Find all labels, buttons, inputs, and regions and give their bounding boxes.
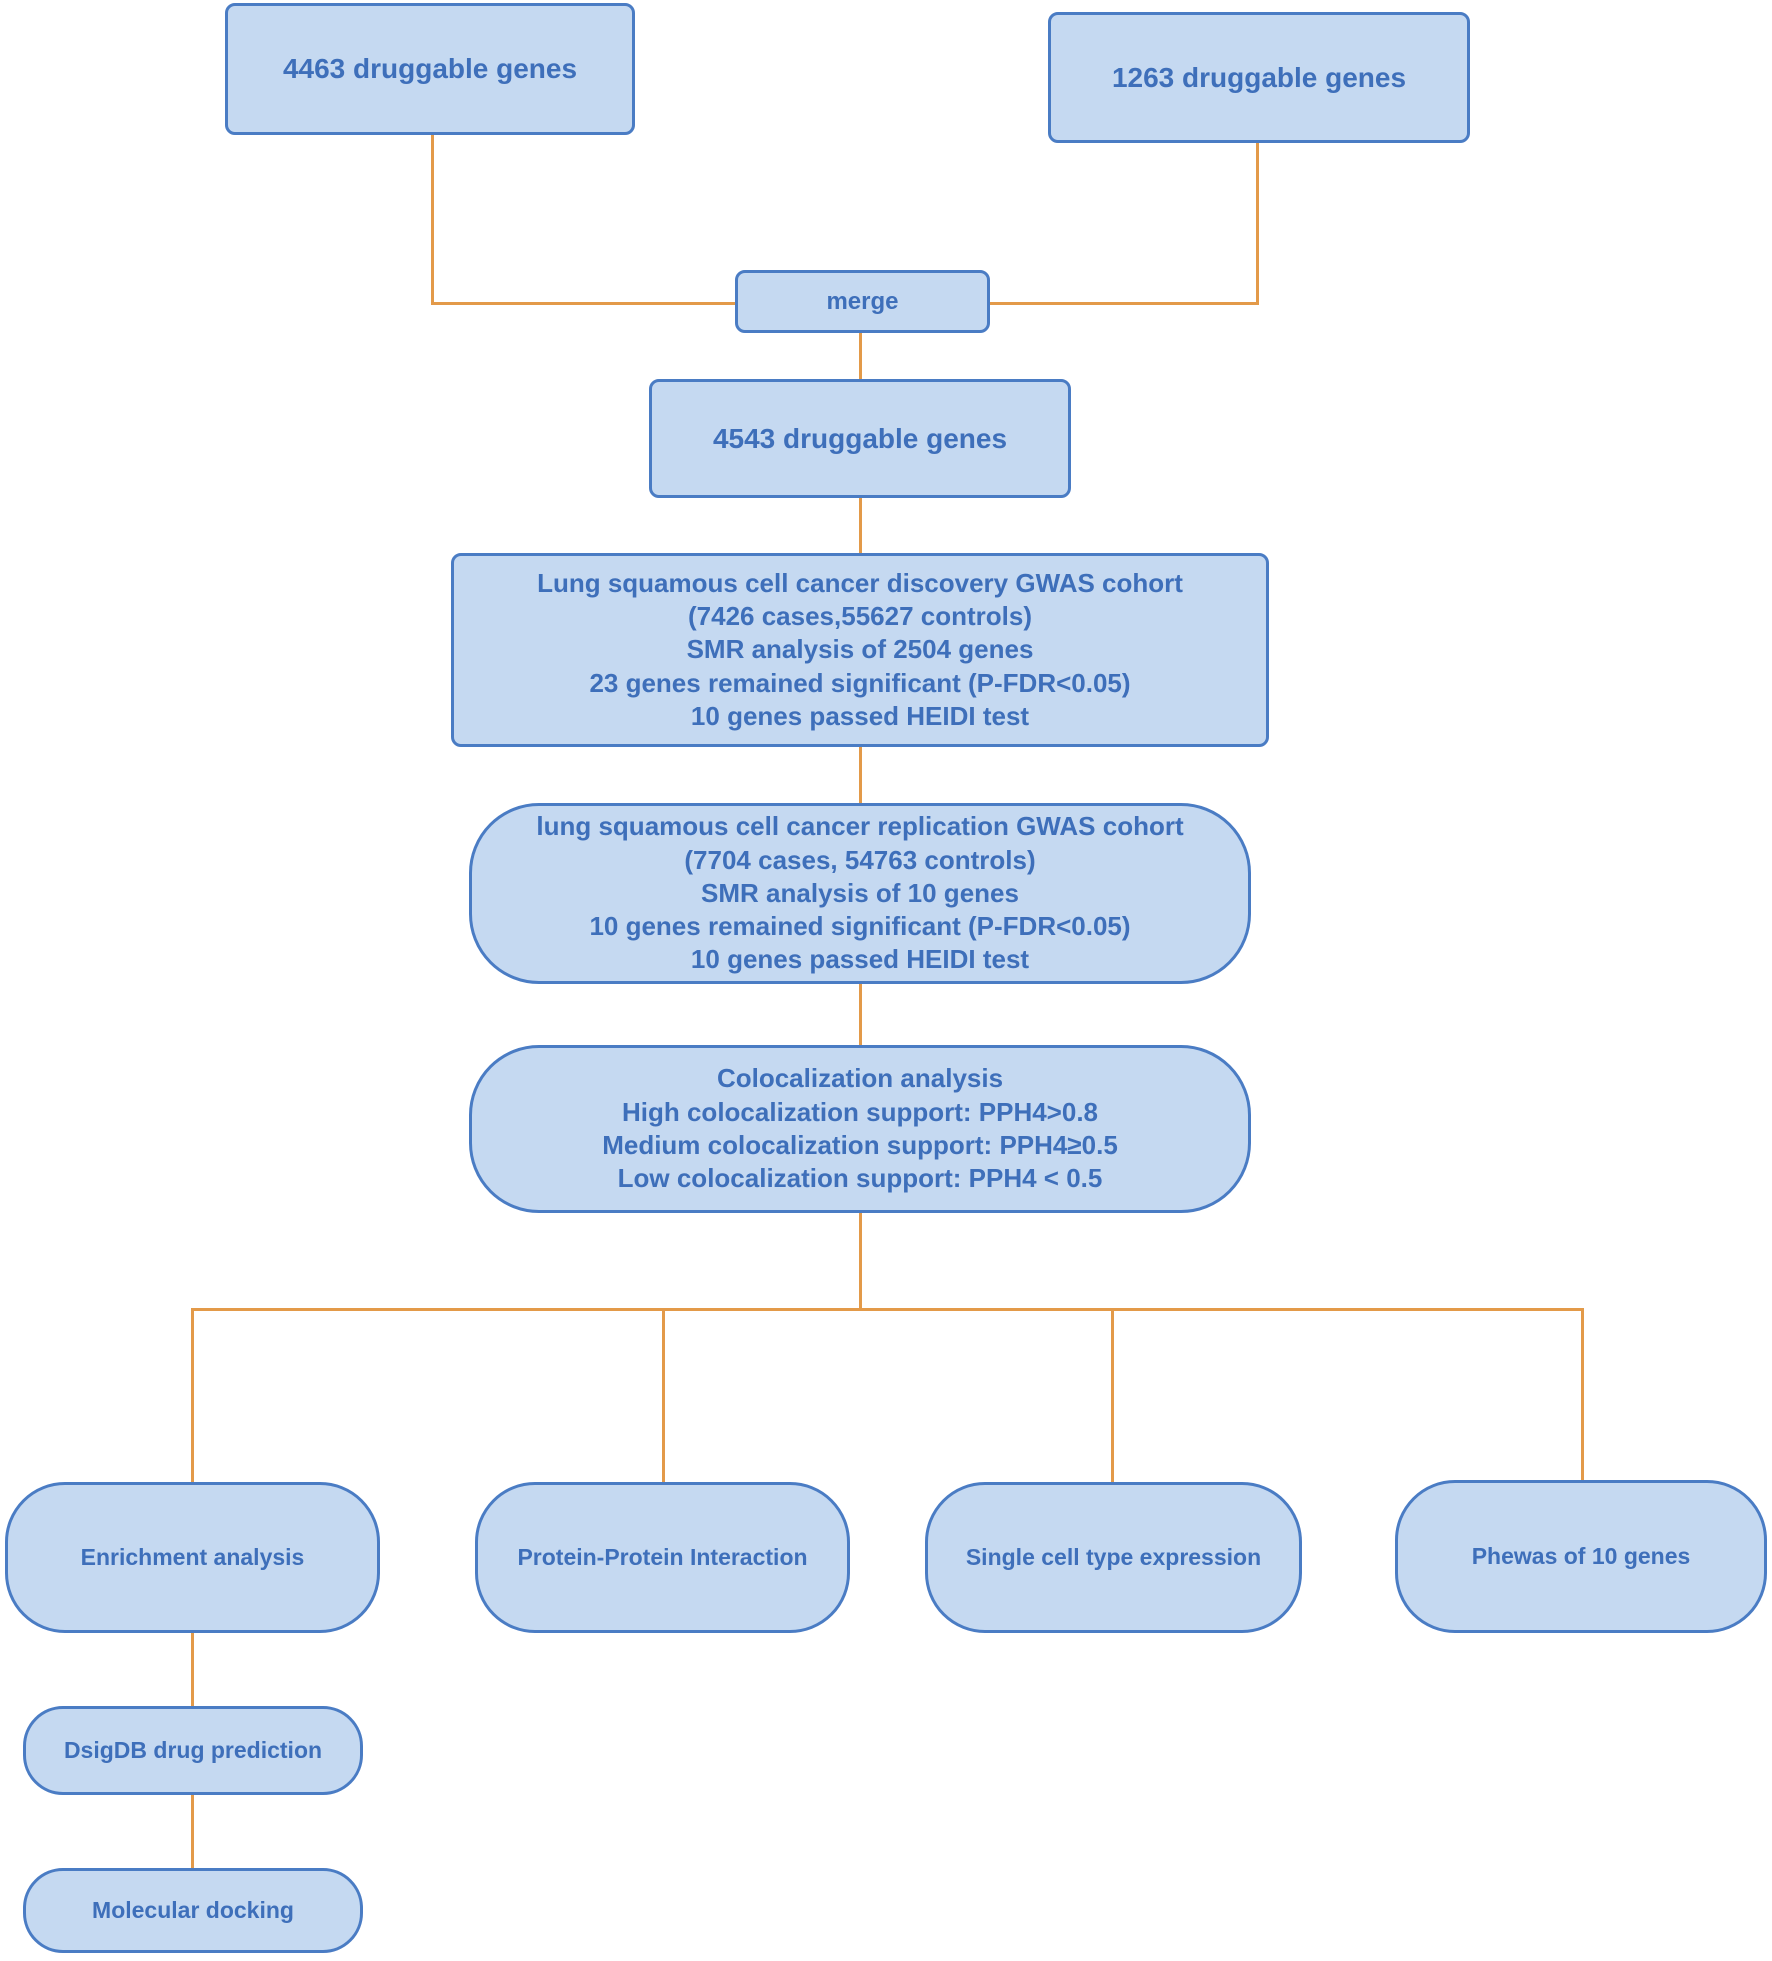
- connector-dsigdb-to-docking: [191, 1795, 194, 1868]
- node-label: Molecular docking: [92, 1897, 294, 1923]
- node-line: Low colocalization support: PPH4 < 0.5: [617, 1163, 1103, 1194]
- node-line: High colocalization support: PPH4>0.8: [621, 1096, 1099, 1127]
- node-4543-druggable-genes: 4543 druggable genes: [649, 379, 1071, 498]
- node-line: (7426 cases,55627 controls): [688, 601, 1032, 632]
- node-label: 1263 druggable genes: [1111, 61, 1407, 93]
- node-molecular-docking: Molecular docking: [23, 1868, 363, 1953]
- connector-branch-horizontal: [191, 1308, 1584, 1311]
- node-line: Medium colocalization support: PPH4≥0.5: [602, 1130, 1118, 1160]
- connector-enrichment-to-dsigdb: [191, 1633, 194, 1706]
- node-label: 4463 druggable genes: [282, 53, 578, 84]
- node-line: lung squamous cell cancer replication GW…: [536, 811, 1184, 842]
- node-dsigdb-drug-prediction: DsigDB drug prediction: [23, 1706, 363, 1795]
- connector-branch-phewas: [1581, 1308, 1584, 1480]
- node-label: Protein-Protein Interaction: [517, 1544, 808, 1570]
- node-line: 23 genes remained significant (P-FDR<0.0…: [589, 667, 1131, 698]
- node-line: 10 genes remained significant (P-FDR<0.0…: [589, 911, 1131, 942]
- connector-coloc-to-branch: [859, 1213, 862, 1311]
- connector-discovery-to-replication: [859, 747, 862, 803]
- node-line: SMR analysis of 10 genes: [701, 877, 1019, 908]
- connector-4463-down: [431, 135, 434, 305]
- connector-merge-to-4543: [859, 333, 862, 379]
- node-label: DsigDB drug prediction: [63, 1737, 323, 1763]
- node-discovery-gwas-cohort: Lung squamous cell cancer discovery GWAS…: [451, 553, 1269, 747]
- node-4463-druggable-genes: 4463 druggable genes: [225, 3, 635, 135]
- node-replication-gwas-cohort: lung squamous cell cancer replication GW…: [469, 803, 1251, 984]
- connector-branch-enrichment: [191, 1308, 194, 1482]
- node-label: Enrichment analysis: [80, 1544, 305, 1570]
- node-line: SMR analysis of 2504 genes: [686, 634, 1034, 665]
- node-line: 10 genes passed HEIDI test: [690, 700, 1030, 731]
- node-line: 10 genes passed HEIDI test: [690, 944, 1030, 975]
- node-label: Single cell type expression: [965, 1544, 1262, 1570]
- node-line: Colocalization analysis: [716, 1063, 1004, 1094]
- node-label: merge: [826, 287, 899, 315]
- node-enrichment-analysis: Enrichment analysis: [5, 1482, 380, 1633]
- node-merge: merge: [735, 270, 990, 333]
- connector-branch-singlecell: [1111, 1308, 1114, 1482]
- node-colocalization-analysis: Colocalization analysis High colocalizat…: [469, 1045, 1251, 1213]
- connector-branch-ppi: [662, 1308, 665, 1482]
- node-protein-protein-interaction: Protein-Protein Interaction: [475, 1482, 850, 1633]
- node-line: (7704 cases, 54763 controls): [684, 844, 1036, 875]
- connector-4463-to-merge: [431, 302, 735, 305]
- node-1263-druggable-genes: 1263 druggable genes: [1048, 12, 1470, 143]
- connector-4543-to-discovery: [859, 498, 862, 553]
- connector-1263-down: [1256, 143, 1259, 305]
- connector-1263-to-merge: [990, 302, 1259, 305]
- node-line: Lung squamous cell cancer discovery GWAS…: [537, 567, 1183, 598]
- connector-replication-to-coloc: [859, 984, 862, 1045]
- node-label: 4543 druggable genes: [712, 422, 1008, 454]
- node-phewas-of-10-genes: Phewas of 10 genes: [1395, 1480, 1767, 1633]
- node-single-cell-type-expression: Single cell type expression: [925, 1482, 1302, 1633]
- node-label: Phewas of 10 genes: [1471, 1543, 1691, 1569]
